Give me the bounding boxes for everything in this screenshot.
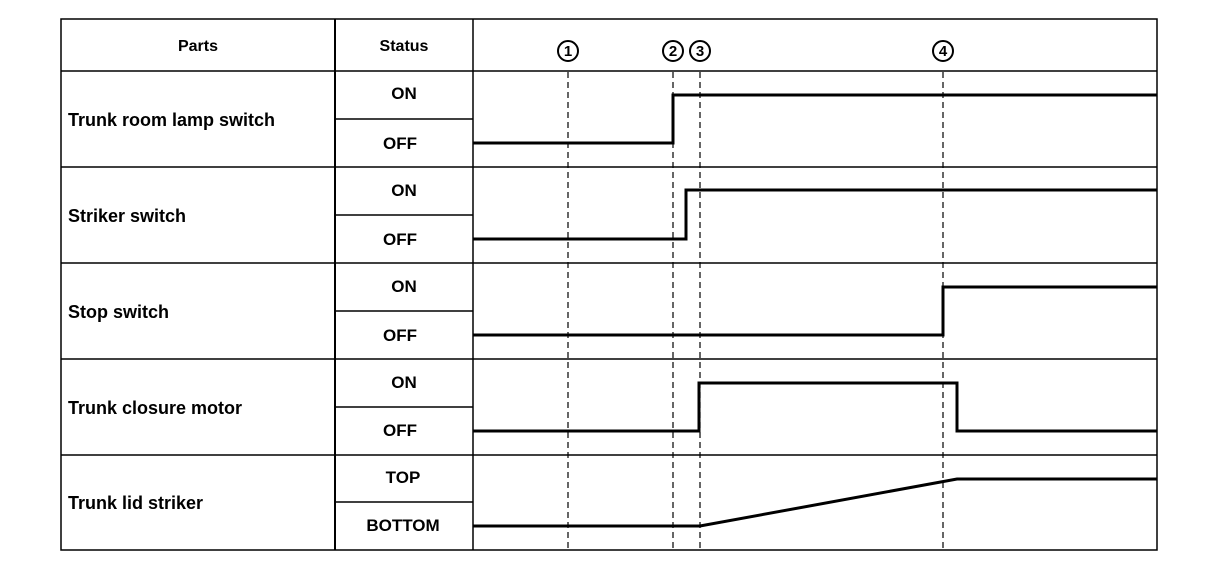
status-label-bottom: BOTTOM [366,516,439,535]
table-frame [60,18,1158,551]
part-label-trunk-lid-striker: Trunk lid striker [68,493,203,513]
marker-4: 4 [932,40,954,62]
part-label-trunk-closure-motor: Trunk closure motor [68,398,242,418]
part-label-stop-switch: Stop switch [68,302,169,322]
part-label-trunk-room-lamp-switch: Trunk room lamp switch [68,110,275,130]
signal-trunk-room-lamp-switch [473,93,1157,145]
status-label-off: OFF [383,326,417,345]
status-label-on: ON [391,373,417,392]
marker-2: 2 [662,40,684,62]
status-label-off: OFF [383,134,417,153]
header-status: Status [380,38,429,55]
status-label-off: OFF [383,421,417,440]
signal-trunk-lid-striker [473,477,1157,528]
marker-1: 1 [557,40,579,62]
status-label-on: ON [391,277,417,296]
marker-1-label: 1 [564,43,572,60]
part-label-striker-switch: Striker switch [68,206,186,226]
header-parts: Parts [178,38,218,55]
status-label-off: OFF [383,230,417,249]
signal-trunk-closure-motor [473,381,1157,433]
marker-2-label: 2 [669,43,677,60]
signal-striker-switch [473,188,1157,241]
status-label-on: ON [391,181,417,200]
marker-3: 3 [689,40,711,62]
status-label-on: ON [391,84,417,103]
marker-3-label: 3 [696,43,704,60]
signal-stop-switch [473,285,1157,337]
status-label-top: TOP [386,468,421,487]
marker-4-label: 4 [939,43,948,60]
